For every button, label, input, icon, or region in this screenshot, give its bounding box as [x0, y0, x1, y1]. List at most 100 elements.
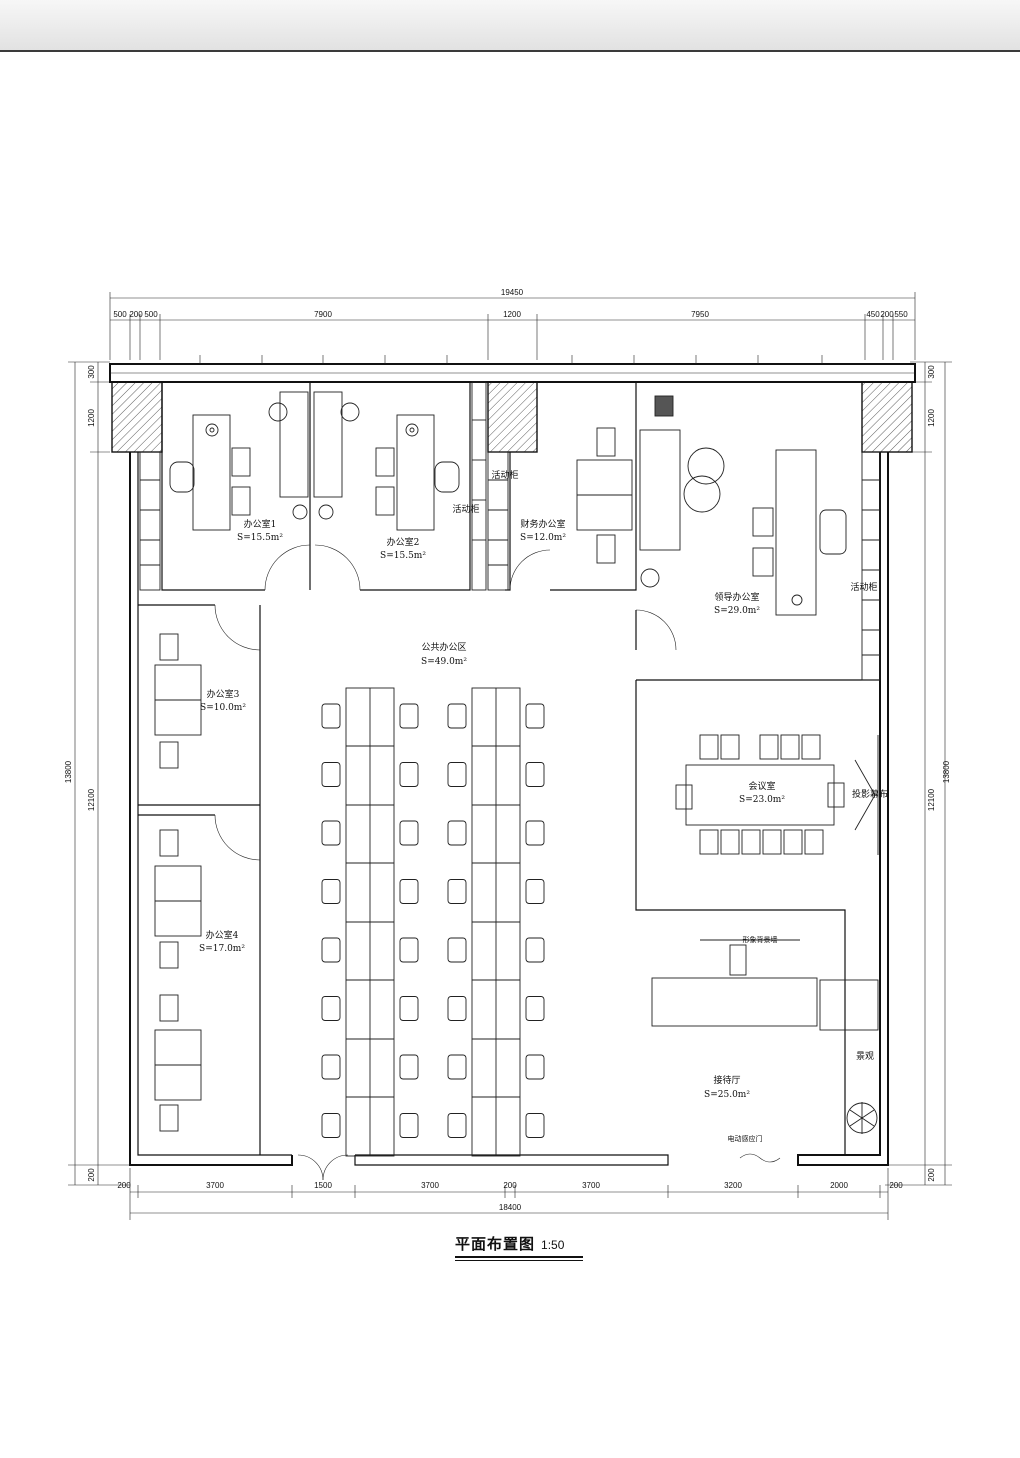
- public-chair: [525, 703, 545, 729]
- public-desk-block-left: [345, 687, 395, 1157]
- public-chair: [525, 937, 545, 963]
- reception-furniture: [651, 939, 879, 1134]
- office2-area: S=15.5m²: [380, 551, 426, 561]
- dim-top-0: 500: [113, 310, 127, 319]
- title-underline-thin: [455, 1260, 583, 1261]
- landscape-label: 景观: [856, 1051, 874, 1062]
- public-chair: [321, 703, 341, 729]
- plan-scale: 1:50: [541, 1238, 565, 1252]
- dim-right-2: 12100: [927, 788, 936, 811]
- projection-label: 投影幕布: [852, 788, 888, 800]
- public-area: S=49.0m²: [421, 657, 467, 667]
- dim-bottom-3: 3700: [421, 1181, 439, 1190]
- public-chair: [447, 762, 467, 787]
- cabinet-label-1: 活动柜: [491, 469, 518, 481]
- public-chair: [447, 996, 467, 1021]
- leader-area: S=29.0m²: [714, 606, 760, 616]
- public-chair: [399, 996, 419, 1021]
- public-chair: [447, 1054, 467, 1080]
- public-chair: [399, 762, 419, 787]
- office2-name: 办公室2: [387, 536, 420, 548]
- dim-bottom-5: 3700: [582, 1181, 600, 1190]
- dim-top-8: 550: [894, 310, 908, 319]
- public-desk-block-right: [471, 687, 521, 1157]
- public-chair: [399, 879, 419, 904]
- public-chair: [525, 1113, 545, 1138]
- cabinet-columns: [139, 381, 881, 681]
- public-chair: [447, 937, 467, 963]
- dim-bottom-2: 1500: [314, 1181, 332, 1190]
- public-chair: [399, 820, 419, 846]
- public-name: 公共办公区: [421, 641, 466, 653]
- dim-left-total: 13800: [64, 760, 73, 783]
- dim-top-4: 1200: [503, 310, 521, 319]
- public-chair: [525, 879, 545, 904]
- public-chair: [399, 1113, 419, 1138]
- dim-left-3: 200: [87, 1168, 96, 1182]
- finance-name: 财务办公室: [520, 518, 565, 530]
- dim-right-1: 1200: [927, 409, 936, 427]
- public-chair: [525, 1054, 545, 1080]
- office4-area: S=17.0m²: [199, 944, 245, 954]
- dim-bottom-0: 200: [117, 1181, 131, 1190]
- cabinet-label-3: 活动柜: [850, 581, 877, 593]
- image-wall-label: 形象背景墙: [743, 935, 778, 944]
- meeting-furniture: [675, 734, 879, 855]
- dim-top-7: 200: [880, 310, 894, 319]
- public-chair: [399, 937, 419, 963]
- public-chair: [321, 820, 341, 846]
- outer-walls: [109, 355, 916, 1166]
- viewer-toolbar: [0, 0, 1020, 52]
- title-underline: [455, 1256, 583, 1258]
- public-chair: [447, 703, 467, 729]
- plan-title: 平面布置图: [455, 1235, 536, 1253]
- dim-left-0: 300: [87, 365, 96, 379]
- dim-right-3: 200: [927, 1168, 936, 1182]
- office2-furniture: [292, 391, 460, 531]
- office3-name: 办公室3: [207, 688, 240, 700]
- finance-furniture: [576, 427, 633, 564]
- dim-bottom-4: 200: [503, 1181, 517, 1190]
- dim-bottom-6: 3200: [724, 1181, 742, 1190]
- auto-door-label: 电动感应门: [728, 1134, 763, 1143]
- dim-bottom-total: 18400: [499, 1203, 522, 1212]
- dim-top-6: 450: [866, 310, 880, 319]
- top-dimension-lines: [109, 292, 916, 360]
- dim-top-2: 500: [144, 310, 158, 319]
- door-swings: [214, 544, 781, 1181]
- cabinet-label-2: 活动柜: [452, 503, 479, 515]
- public-chair: [399, 703, 419, 729]
- public-chair: [321, 762, 341, 787]
- reception-name: 接待厅: [713, 1074, 740, 1086]
- leader-furniture: [639, 395, 847, 616]
- dim-right-total: 13800: [942, 760, 951, 783]
- public-chair: [321, 1054, 341, 1080]
- dim-top-total: 19450: [501, 288, 524, 297]
- dim-top-5: 7950: [691, 310, 709, 319]
- public-chair: [447, 820, 467, 846]
- public-chair: [321, 1113, 341, 1138]
- public-chair: [525, 996, 545, 1021]
- public-chair: [321, 879, 341, 904]
- dim-top-3: 7900: [314, 310, 332, 319]
- reception-area: S=25.0m²: [704, 1090, 750, 1100]
- public-chair: [447, 1113, 467, 1138]
- leader-name: 领导办公室: [714, 591, 759, 603]
- public-chair: [321, 996, 341, 1021]
- public-chair: [399, 1054, 419, 1080]
- dim-left-2: 12100: [87, 788, 96, 811]
- office1-furniture: [169, 391, 309, 531]
- office1-area: S=15.5m²: [237, 533, 283, 543]
- public-chairs: [321, 703, 545, 1138]
- dim-right-0: 300: [927, 365, 936, 379]
- office4-name: 办公室4: [206, 929, 239, 941]
- plan-title-block: 平面布置图 1:50: [455, 1233, 595, 1267]
- finance-area: S=12.0m²: [520, 533, 566, 543]
- dim-top-1: 200: [129, 310, 143, 319]
- office1-name: 办公室1: [244, 518, 277, 530]
- bottom-dimension-lines: [129, 1168, 889, 1220]
- dim-left-1: 1200: [87, 409, 96, 427]
- dim-bottom-8: 200: [889, 1181, 903, 1190]
- office3-furniture: [154, 633, 202, 769]
